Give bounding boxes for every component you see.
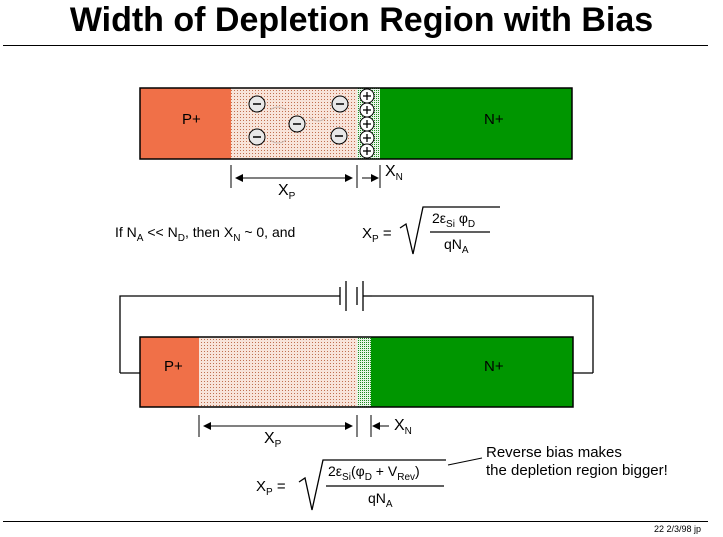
callout-leader [447, 457, 483, 466]
bottom-device [139, 336, 574, 437]
bottom-depletion-n [357, 337, 371, 407]
page-title: Width of Depletion Region with Bias [69, 1, 654, 39]
bottom-width-markers [198, 415, 389, 437]
top-device [139, 87, 573, 188]
sqrt-sign-top [399, 206, 500, 255]
footer-text: 22 2/3/98 jp [653, 524, 701, 534]
reverse-bias-note: Reverse bias makes the depletion region … [486, 444, 668, 479]
top-n-label: N+ [484, 111, 504, 128]
top-width-markers [230, 165, 381, 188]
footer-rule [3, 521, 708, 522]
bottom-n-label: N+ [484, 358, 504, 375]
formula-bottom-numerator: 2εSi(φD + VRev) [328, 463, 420, 483]
bottom-xn-label: XN [394, 417, 412, 437]
bottom-depletion-p [199, 337, 357, 407]
bottom-xp-label: XP [264, 430, 282, 450]
bias-circuit [119, 281, 594, 374]
top-device-outline [139, 87, 573, 160]
bottom-p-label: P+ [164, 358, 183, 375]
top-xp-label: XP [278, 182, 296, 202]
bottom-n-region [371, 337, 573, 407]
formula-top-lhs: XP = [362, 225, 392, 245]
formula-top-numerator: 2εSi φD [432, 210, 476, 230]
bottom-device-outline [139, 336, 574, 408]
top-xn-label: XN [385, 163, 403, 183]
condition-text: If NA << ND, then XN ~ 0, and [115, 224, 296, 244]
formula-bottom-denominator: qNA [368, 490, 393, 510]
formula-bottom-lhs: XP = [256, 478, 286, 498]
bottom-p-region [140, 337, 199, 407]
top-p-region [140, 88, 231, 159]
formula-top-denominator: qNA [444, 236, 469, 256]
top-p-label: P+ [182, 111, 201, 128]
title-rule [3, 45, 708, 46]
top-n-region [380, 88, 572, 159]
sqrt-sign-bottom [298, 459, 446, 511]
